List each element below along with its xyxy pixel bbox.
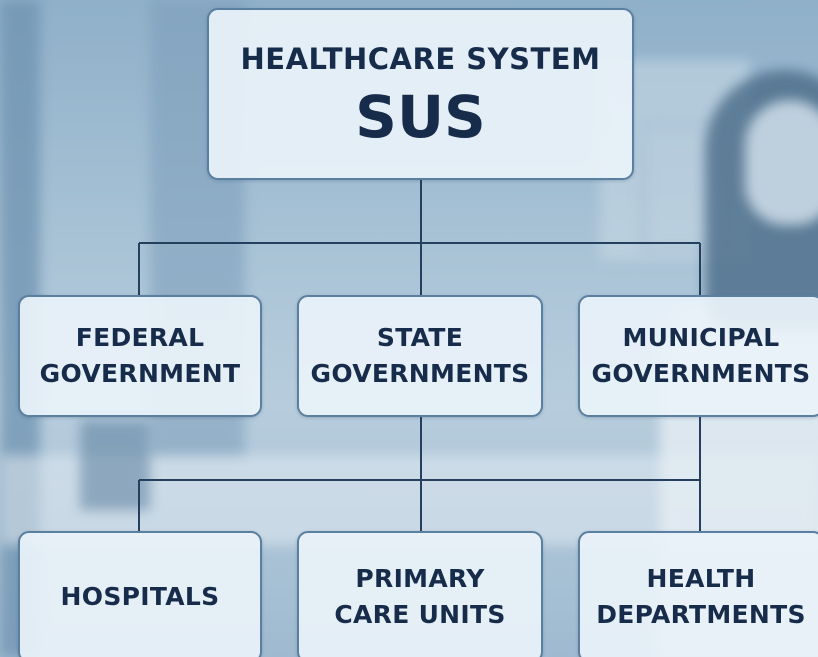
node-label-line: GOVERNMENTS — [591, 359, 811, 388]
node-label-line: CARE UNITS — [334, 600, 506, 629]
node-label-line: DEPARTMENTS — [596, 600, 806, 629]
node-label-line: PRIMARY — [355, 564, 485, 593]
node-label-line: STATE — [376, 323, 464, 352]
root-node: HEALTHCARE SYSTEM SUS — [207, 8, 634, 180]
node-label-line: MUNICIPAL — [622, 323, 780, 352]
node-label-line: FEDERAL — [75, 323, 205, 352]
node-municipal-governments: MUNICIPAL GOVERNMENTS — [578, 295, 818, 417]
node-hospitals: HOSPITALS — [18, 531, 262, 657]
node-primary-care-units: PRIMARY CARE UNITS — [297, 531, 543, 657]
node-state-governments: STATE GOVERNMENTS — [297, 295, 543, 417]
node-federal-government: FEDERAL GOVERNMENT — [18, 295, 262, 417]
node-label-line: GOVERNMENTS — [310, 359, 530, 388]
root-title: HEALTHCARE SYSTEM — [240, 42, 601, 76]
node-label-line: HOSPITALS — [60, 582, 220, 611]
node-label-line: HEALTH — [646, 564, 756, 593]
background-person-face — [745, 100, 818, 225]
node-health-departments: HEALTH DEPARTMENTS — [578, 531, 818, 657]
root-acronym: SUS — [355, 83, 486, 151]
node-label-line: GOVERNMENT — [39, 359, 241, 388]
